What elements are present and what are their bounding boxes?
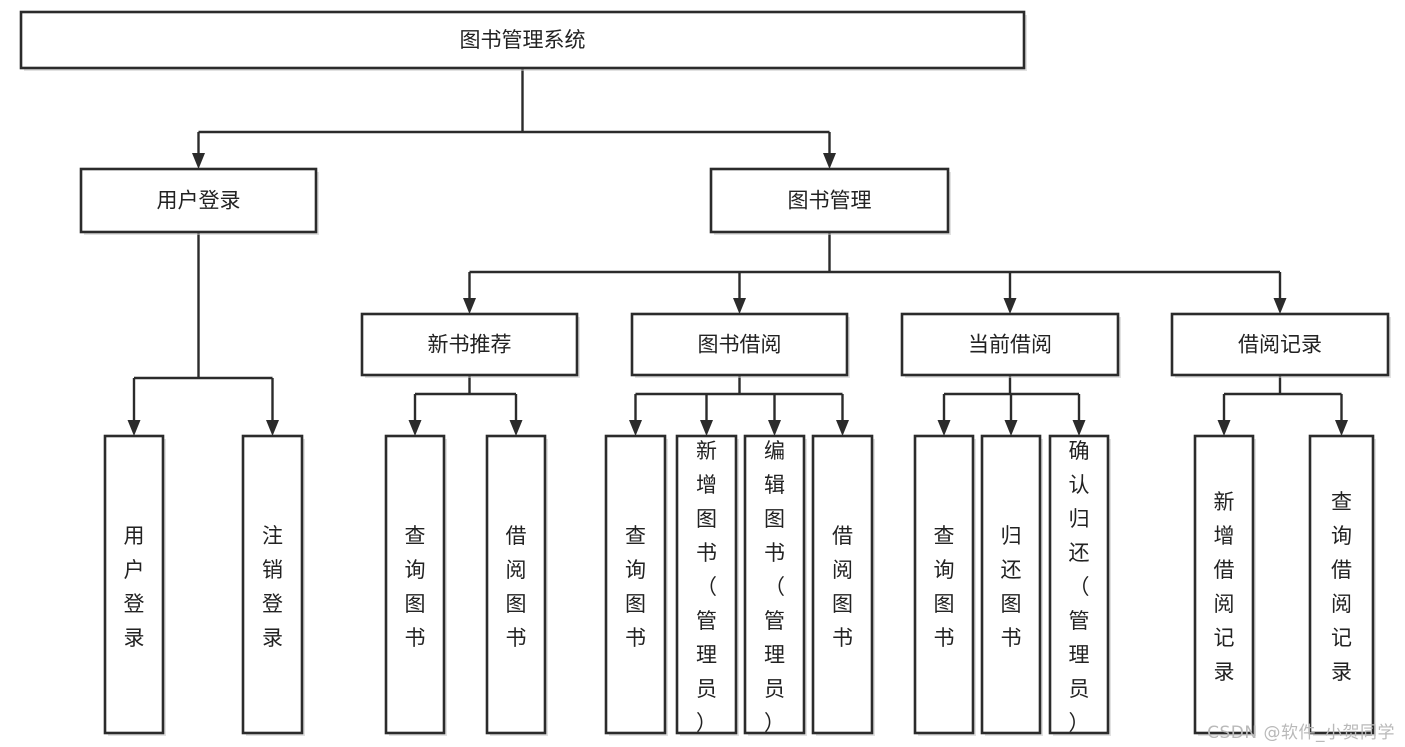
- node-border[interactable]: [630, 312, 849, 377]
- node-label: 借阅记录: [1238, 333, 1322, 357]
- node-label: 图书借阅: [698, 333, 782, 357]
- arrow-head-icon: [733, 298, 746, 314]
- node-leaf-confirm-return[interactable]: 确认归还（管理员）: [1048, 434, 1111, 736]
- node-border[interactable]: [811, 434, 874, 735]
- node-leaf-borrow-book-1[interactable]: 借阅图书: [485, 434, 548, 736]
- node-leaf-borrow-book-2[interactable]: 借阅图书: [811, 434, 875, 736]
- node-root[interactable]: 图书管理系统: [19, 10, 1027, 71]
- node-border[interactable]: [604, 434, 667, 735]
- node-label: 新书推荐: [428, 333, 512, 357]
- arrow-head-icon: [127, 420, 141, 436]
- node-label: 用户登录: [124, 524, 145, 650]
- node-label: 图书管理系统: [460, 28, 586, 52]
- node-l3-new-book[interactable]: 新书推荐: [360, 312, 580, 378]
- node-label: 查询借阅记录: [1331, 490, 1352, 684]
- node-layer: 图书管理系统用户登录图书管理新书推荐图书借阅当前借阅借阅记录用户登录注销登录查询…: [19, 10, 1391, 736]
- node-leaf-return-book[interactable]: 归还图书: [980, 434, 1043, 736]
- node-label: 查询图书: [625, 524, 646, 650]
- node-border[interactable]: [19, 10, 1026, 70]
- node-label: 查询图书: [405, 524, 426, 650]
- node-border[interactable]: [1170, 312, 1390, 377]
- node-border[interactable]: [360, 312, 579, 377]
- arrow-head-icon: [836, 420, 849, 436]
- arrow-head-icon: [1335, 420, 1348, 436]
- node-label: 归还图书: [1001, 524, 1022, 650]
- node-label: 当前借阅: [968, 333, 1052, 357]
- node-border[interactable]: [1308, 434, 1375, 735]
- arrow-head-icon: [700, 420, 713, 436]
- node-leaf-logout[interactable]: 注销登录: [241, 434, 305, 736]
- node-border[interactable]: [241, 434, 304, 735]
- node-leaf-edit-book[interactable]: 编辑图书（管理员）: [743, 434, 807, 736]
- arrow-head-icon: [937, 420, 951, 436]
- arrow-head-icon: [823, 153, 836, 169]
- node-border[interactable]: [103, 434, 165, 735]
- node-border[interactable]: [675, 434, 738, 735]
- arrow-head-icon: [768, 420, 781, 436]
- node-border[interactable]: [1193, 434, 1255, 735]
- arrow-head-icon: [1003, 298, 1017, 314]
- node-label: 确认归还（管理员）: [1069, 439, 1090, 735]
- node-l3-record[interactable]: 借阅记录: [1170, 312, 1391, 378]
- node-label: 借阅图书: [832, 524, 853, 650]
- node-leaf-user-login[interactable]: 用户登录: [103, 434, 166, 736]
- arrow-head-icon: [1273, 298, 1287, 314]
- node-label: 图书管理: [788, 189, 872, 213]
- node-l3-current[interactable]: 当前借阅: [900, 312, 1121, 378]
- node-label: 注销登录: [262, 524, 283, 650]
- node-border[interactable]: [709, 167, 950, 234]
- arrow-head-icon: [408, 420, 422, 436]
- node-leaf-query-book-3[interactable]: 查询图书: [913, 434, 976, 736]
- node-label: 借阅图书: [506, 524, 527, 650]
- arrow-head-icon: [1072, 420, 1086, 436]
- node-l3-borrow[interactable]: 图书借阅: [630, 312, 850, 378]
- node-border[interactable]: [980, 434, 1042, 735]
- node-label: 新增借阅记录: [1214, 490, 1235, 684]
- node-border[interactable]: [485, 434, 547, 735]
- node-leaf-add-record[interactable]: 新增借阅记录: [1193, 434, 1256, 736]
- arrow-head-icon: [192, 153, 205, 169]
- arrow-head-icon: [629, 420, 642, 436]
- node-border[interactable]: [913, 434, 975, 735]
- node-border[interactable]: [384, 434, 446, 735]
- node-border[interactable]: [900, 312, 1120, 377]
- node-border[interactable]: [1048, 434, 1110, 735]
- arrow-head-icon: [1004, 420, 1018, 436]
- arrow-head-icon: [1217, 420, 1231, 436]
- node-l2-book-manage[interactable]: 图书管理: [709, 167, 951, 235]
- node-leaf-query-book-2[interactable]: 查询图书: [604, 434, 668, 736]
- arrow-head-icon: [266, 420, 279, 436]
- node-label: 用户登录: [157, 189, 241, 213]
- node-label: 编辑图书（管理员）: [764, 439, 785, 735]
- node-l2-user-login[interactable]: 用户登录: [79, 167, 319, 235]
- node-leaf-query-record[interactable]: 查询借阅记录: [1308, 434, 1376, 736]
- node-label: 查询图书: [934, 524, 955, 650]
- arrow-head-icon: [509, 420, 523, 436]
- node-border[interactable]: [743, 434, 806, 735]
- arrow-head-icon: [463, 298, 476, 314]
- node-leaf-query-book-1[interactable]: 查询图书: [384, 434, 447, 736]
- node-leaf-add-book[interactable]: 新增图书（管理员）: [675, 434, 739, 736]
- node-border[interactable]: [79, 167, 318, 234]
- connector-layer: [127, 68, 1348, 436]
- node-label: 新增图书（管理员）: [696, 439, 717, 735]
